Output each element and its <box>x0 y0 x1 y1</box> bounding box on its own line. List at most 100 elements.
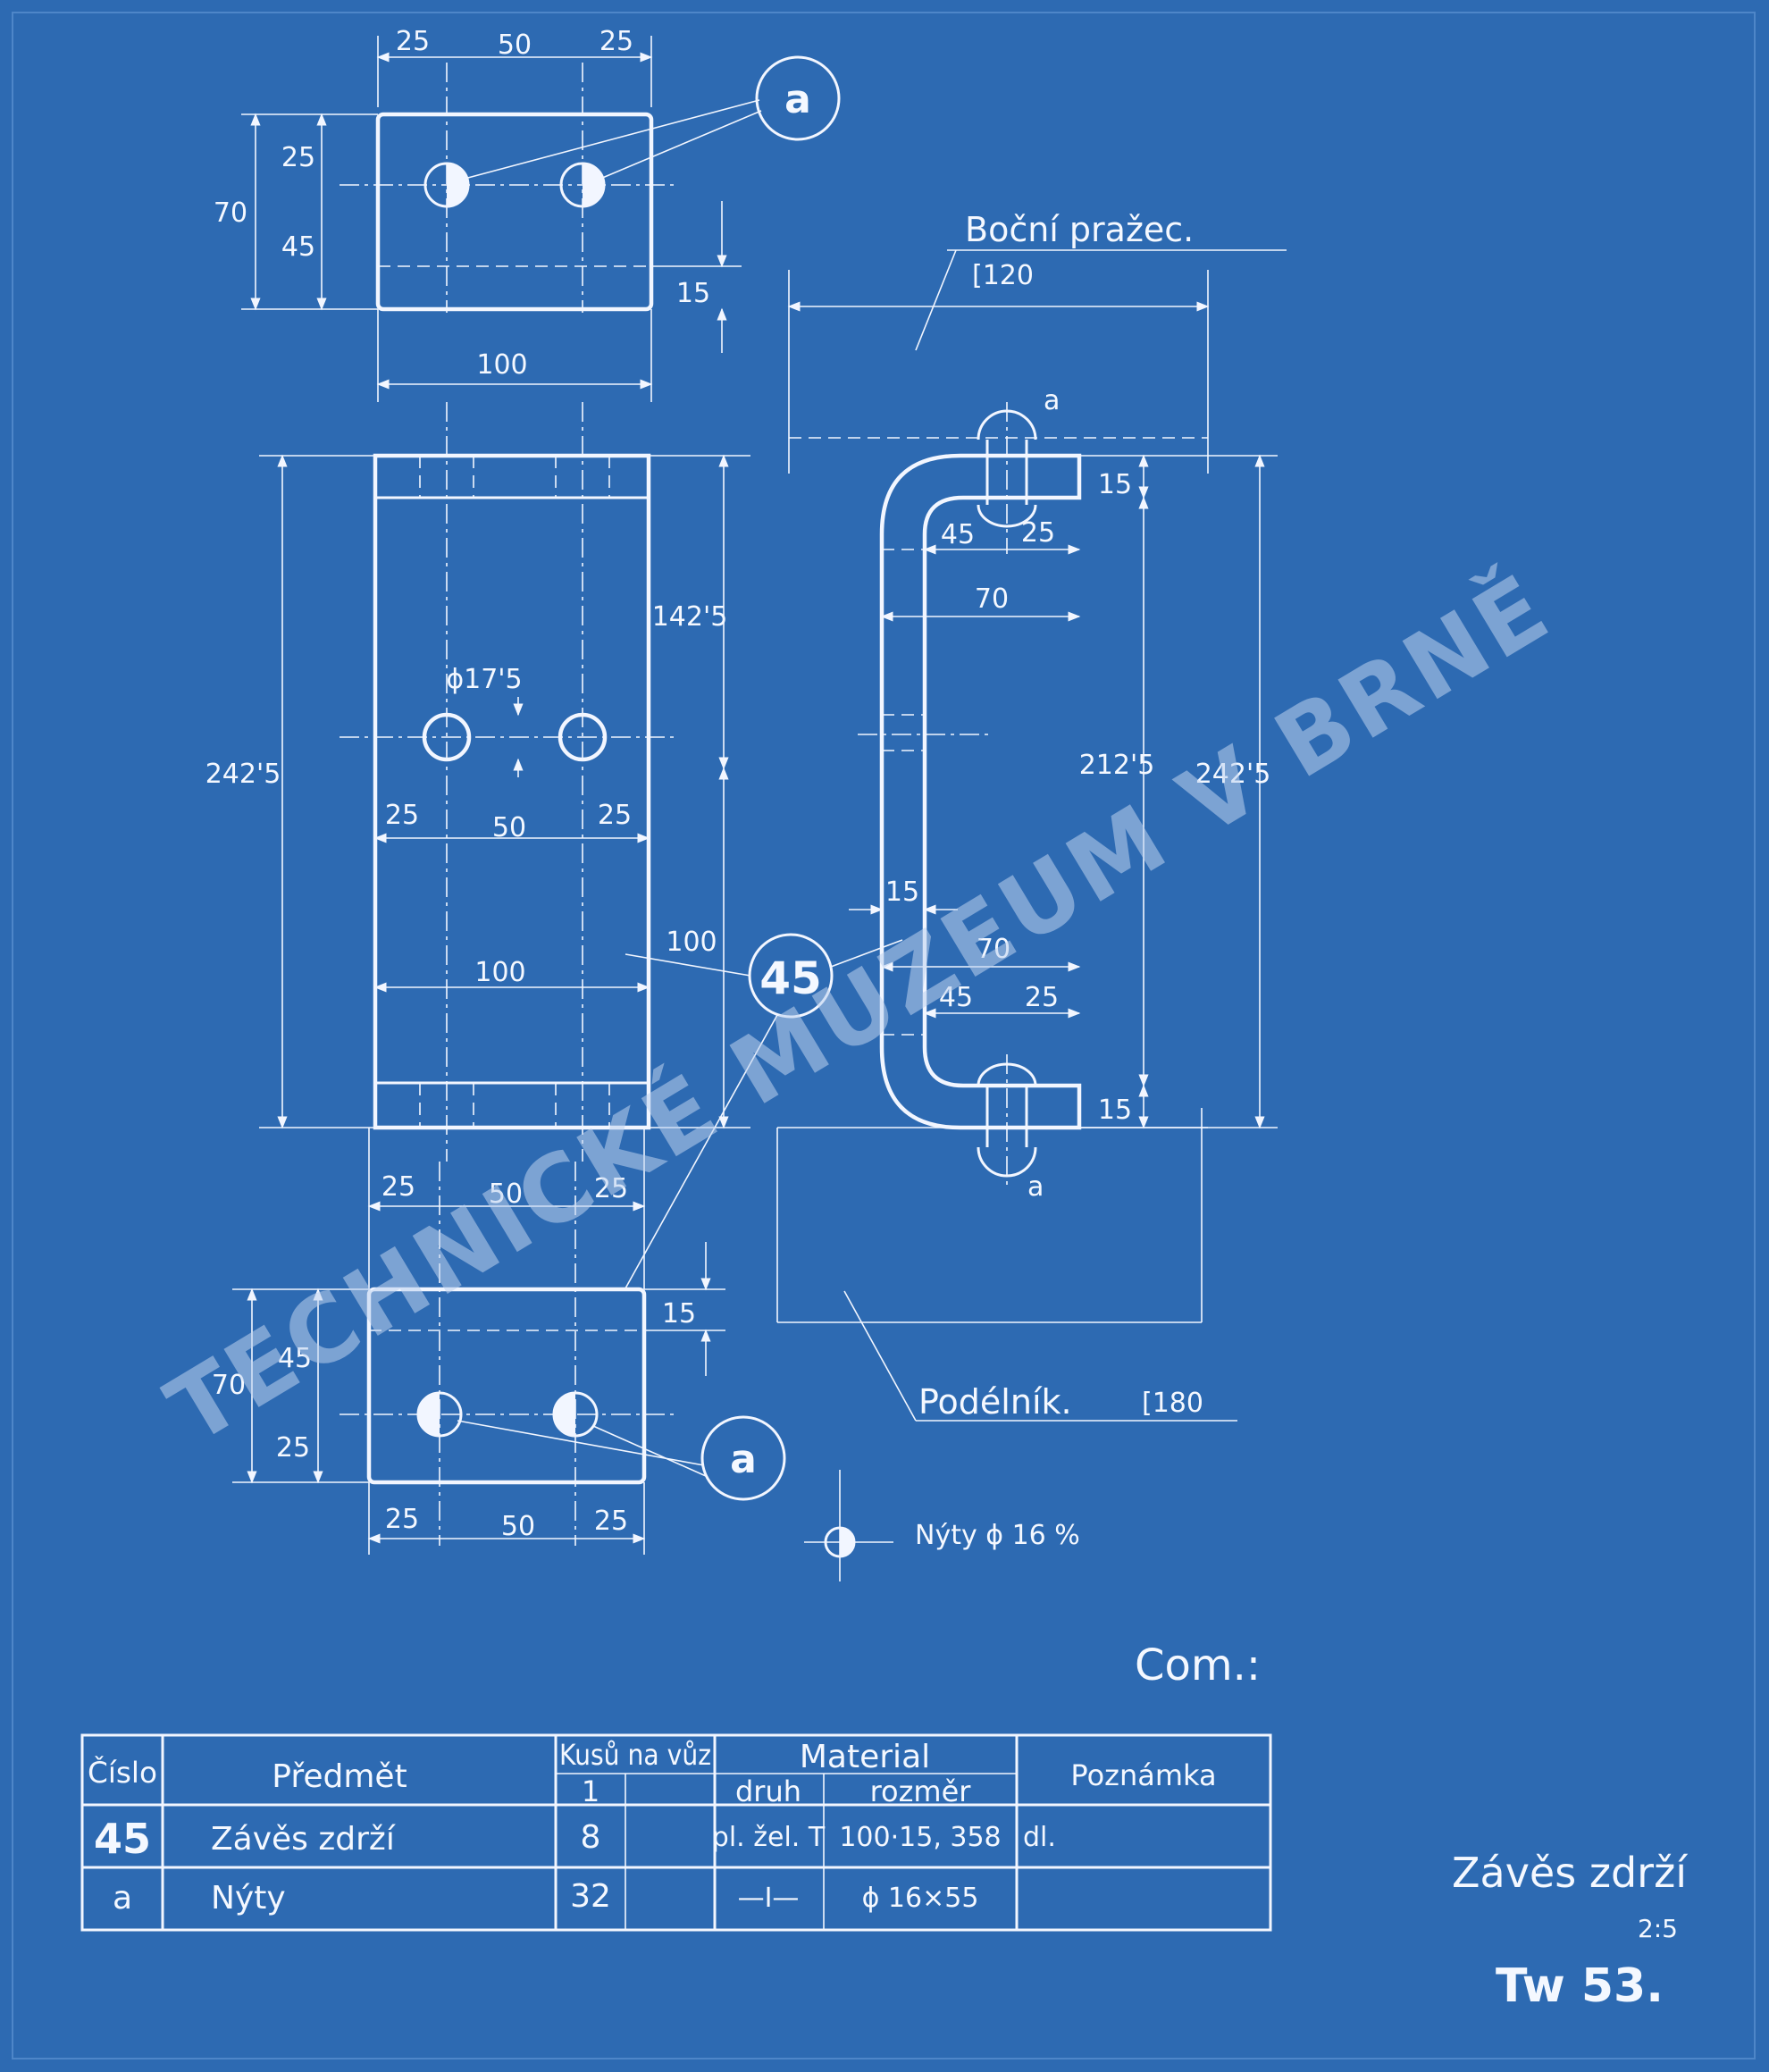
dim-label: 242'5 <box>205 759 281 790</box>
rivet-head-fill <box>418 1393 440 1436</box>
parts-table: Číslo Předmět Kusů na vůz 1 Material dru… <box>80 1733 1272 1932</box>
drawing-code: Tw 53. <box>1496 1959 1664 2013</box>
dim-label: 50 <box>501 1511 535 1542</box>
leader-line <box>625 953 751 977</box>
rivet-symbol-fill <box>840 1528 854 1556</box>
row-number: a <box>113 1880 132 1917</box>
row-size: ϕ 16×55 <box>862 1883 979 1914</box>
label-longitudinal: Podélník. <box>918 1382 1072 1422</box>
bracket-profile <box>879 453 1082 1130</box>
leader-line <box>464 99 760 180</box>
dim-label: 25 <box>385 800 419 831</box>
callout-circle <box>700 1415 786 1501</box>
callout-part-45: 45 <box>625 933 903 1289</box>
dim-label: 25 <box>396 26 430 57</box>
header-size: rozměr <box>870 1774 972 1808</box>
row-kind: pl. žel. T <box>712 1822 826 1853</box>
rivet-head-fill <box>554 1393 575 1436</box>
title-block: Závěs zdrží 2:5 Tw 53. <box>1452 1849 1688 2013</box>
header-number: Číslo <box>88 1755 157 1790</box>
row-note: dl. <box>1023 1822 1056 1853</box>
row-item: Závěs zdrží <box>211 1821 396 1858</box>
dim-label: 50 <box>498 29 532 61</box>
dim-label: 15 <box>676 278 710 309</box>
dim-label: 100 <box>476 349 527 381</box>
dim-label: 15 <box>1098 469 1132 500</box>
bolt-hole <box>558 712 608 762</box>
row-pieces: 8 <box>581 1819 601 1856</box>
dim-label: 25 <box>281 142 315 173</box>
callout-part-a-bottom: a <box>457 1415 786 1501</box>
front-plate-outline <box>373 453 651 1130</box>
dim-label: 25 <box>1025 982 1059 1013</box>
header-kind: druh <box>735 1774 801 1808</box>
paper-border <box>12 12 1756 2059</box>
rivet-head-bottom <box>977 504 1037 528</box>
label-profile-bottom: [180 <box>1142 1388 1203 1419</box>
dim-label: 50 <box>492 812 526 843</box>
hole-diameter-label: ϕ17'5 <box>446 664 522 695</box>
header-item: Předmět <box>272 1758 407 1795</box>
header-note: Poznámka <box>1070 1758 1216 1792</box>
drawing-title: Závěs zdrží <box>1452 1849 1688 1897</box>
front-view: ϕ17'5 25 50 25 100 242'5 142'5 100 <box>205 402 750 1162</box>
leader-line <box>625 1014 778 1289</box>
callout-label: 45 <box>759 952 822 1004</box>
leader-line <box>915 249 957 351</box>
leader-line <box>457 1420 705 1466</box>
callout-part-a-top: a <box>464 55 841 180</box>
callout-circle <box>755 55 841 141</box>
dim-label: 15 <box>662 1298 696 1330</box>
label-profile-top: [120 <box>972 260 1034 291</box>
header-pieces-sub: 1 <box>582 1774 599 1808</box>
row-item: Nýty <box>211 1880 286 1917</box>
dim-label: 100 <box>474 957 525 988</box>
rivet-label: a <box>1044 385 1060 416</box>
dim-label: 25 <box>1021 517 1055 549</box>
row-kind: —I— <box>738 1883 800 1914</box>
drawing-scale: 2:5 <box>1638 1914 1678 1943</box>
rivet-legend: Nýty ϕ 16 % <box>804 1470 1080 1581</box>
dim-label: 15 <box>1098 1095 1132 1126</box>
legend-text: Nýty ϕ 16 % <box>915 1520 1080 1551</box>
bolt-hole <box>422 712 472 762</box>
dim-label: 142'5 <box>652 601 728 633</box>
dim-label: 25 <box>598 800 632 831</box>
dim-label: 50 <box>489 1179 523 1210</box>
rivet-label: a <box>1027 1171 1044 1203</box>
callout-label: a <box>784 77 811 122</box>
leader-line <box>843 1290 917 1422</box>
leader-line <box>830 939 903 968</box>
dim-label: 45 <box>278 1343 312 1374</box>
dim-label: 45 <box>281 231 315 263</box>
dim-label: 25 <box>594 1173 628 1204</box>
row-number: 45 <box>94 1815 151 1863</box>
dim-label: 25 <box>381 1171 415 1203</box>
dim-label: 25 <box>599 26 633 57</box>
dim-label: 45 <box>939 982 973 1013</box>
label-side-sleeper: Boční pražec. <box>965 210 1194 249</box>
side-view: Boční pražec. [120 a a 15 45 25 70 <box>776 210 1287 1422</box>
dim-label: 70 <box>975 583 1009 615</box>
top-view: 25 50 25 70 25 45 15 100 <box>214 26 742 402</box>
leader-line <box>599 110 762 180</box>
dim-label: 15 <box>885 877 919 908</box>
com-label: Com.: <box>1135 1640 1261 1690</box>
table-outline <box>80 1733 1272 1932</box>
dim-label: 100 <box>666 927 717 958</box>
dim-label: 70 <box>214 197 247 229</box>
callout-label: a <box>730 1437 757 1482</box>
row-pieces: 32 <box>570 1878 611 1915</box>
dim-label: 242'5 <box>1195 759 1271 790</box>
dim-label: 45 <box>941 519 975 550</box>
dim-label: 212'5 <box>1079 750 1155 781</box>
row-size: 100·15, 358 <box>839 1822 1001 1853</box>
bottom-view: 25 50 25 15 70 45 25 25 50 25 <box>212 1128 725 1555</box>
header-material: Material <box>800 1739 930 1775</box>
dim-label: 70 <box>977 934 1010 965</box>
leader-line <box>592 1425 707 1477</box>
bottom-plate-outline <box>366 1287 647 1485</box>
dim-label: 70 <box>212 1370 246 1401</box>
header-pieces: Kusů na vůz <box>559 1738 711 1772</box>
